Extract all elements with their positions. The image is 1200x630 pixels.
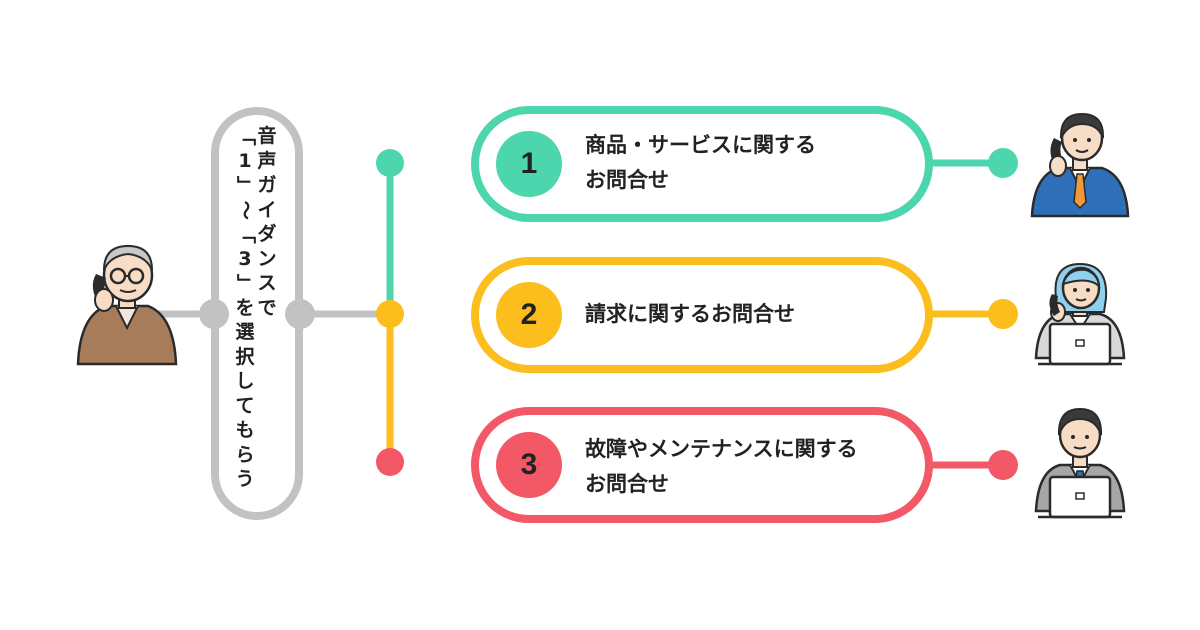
node-operator-2 [988,299,1018,329]
guidance-char: 3 [238,247,252,270]
guidance-char: し [235,370,255,392]
guidance-char: う [235,468,255,490]
node-branch-2 [376,300,404,328]
operator-phone-icon [1030,112,1130,218]
option-label-3-line-1: 故障やメンテナンスに関する [585,437,858,461]
node-operator-3 [988,450,1018,480]
node-branch-1 [376,149,404,177]
guidance-char: 音 [257,125,277,147]
guidance-char: も [235,419,255,441]
guidance-char: ン [257,247,277,270]
guidance-char: 選 [235,321,255,343]
node-guide-out [285,299,315,329]
guidance-text-column-2: 「1」～「3」を選択してもらう [233,124,257,492]
option-number-1: 1 [496,131,562,197]
guidance-char: 択 [235,345,255,368]
guidance-char: イ [257,198,277,221]
node-operator-1 [988,148,1018,178]
technician-laptop-icon [1034,407,1126,519]
node-caller-guide [199,299,229,329]
guidance-char: を [235,296,255,319]
option-label-3: 故障やメンテナンスに関する お問合せ [585,432,858,502]
option-label-2-line-1: 請求に関するお問合せ [585,302,795,326]
guidance-char: ダ [257,223,277,245]
guidance-char: て [235,394,255,417]
guidance-char: ガ [257,174,277,196]
option-number-3: 3 [496,432,562,498]
option-number-2: 2 [496,282,562,348]
option-label-2: 請求に関するお問合せ [585,297,795,332]
guidance-char: ら [235,443,255,466]
guidance-text-column-1: 音声ガイダンスで [255,124,279,320]
guidance-char: 1 [238,149,252,172]
node-branch-3 [376,448,404,476]
option-label-1-line-1: 商品・サービスに関する [585,133,816,157]
guidance-char: 声 [257,149,277,172]
option-label-3-line-2: お問合せ [585,472,669,496]
elderly-caller-icon [76,244,178,366]
guidance-char: ス [257,272,277,294]
option-label-1: 商品・サービスに関する お問合せ [585,128,816,198]
option-pill-1 [471,106,933,222]
operator-headset-laptop-icon [1034,262,1126,366]
option-label-1-line-2: お問合せ [585,168,669,192]
guidance-char: で [257,296,277,319]
